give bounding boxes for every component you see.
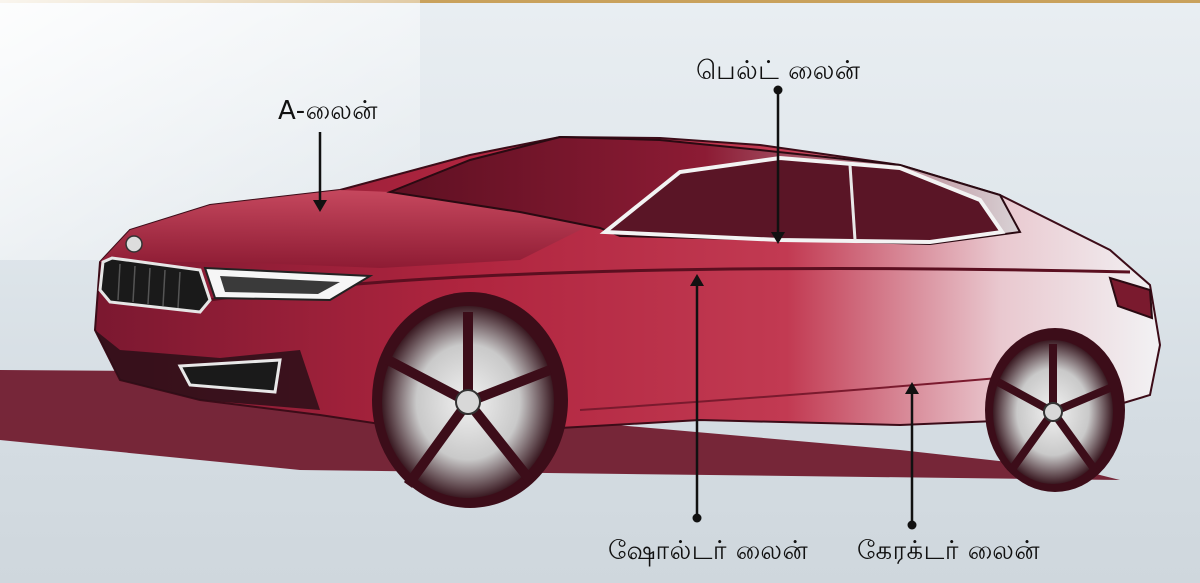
a-line-label: A-லைன் — [278, 96, 378, 126]
front-wheel — [372, 292, 568, 508]
fog-light-housing — [177, 358, 282, 394]
top-rule — [0, 0, 1200, 3]
car-hood — [100, 190, 600, 268]
character-line-pointer — [905, 382, 919, 530]
tail-light — [1108, 276, 1154, 320]
shoulder-line-pointer — [690, 274, 704, 523]
belt-line-pointer — [771, 85, 785, 244]
window-pillar — [848, 164, 857, 241]
rear-wheel — [985, 328, 1125, 492]
belt-line-label: பெல்ட் லைன் — [696, 56, 861, 86]
grille-slats — [117, 263, 181, 309]
a-line-pointer — [313, 132, 327, 212]
brand-badge — [125, 235, 143, 253]
headlight-inner — [220, 276, 340, 294]
character-line-label: கேரக்டர் லைன் — [857, 536, 1041, 566]
shoulder-line-label: ஷோல்டர் லைன் — [608, 536, 809, 566]
front-grille — [98, 256, 212, 314]
side-window — [599, 155, 1006, 245]
